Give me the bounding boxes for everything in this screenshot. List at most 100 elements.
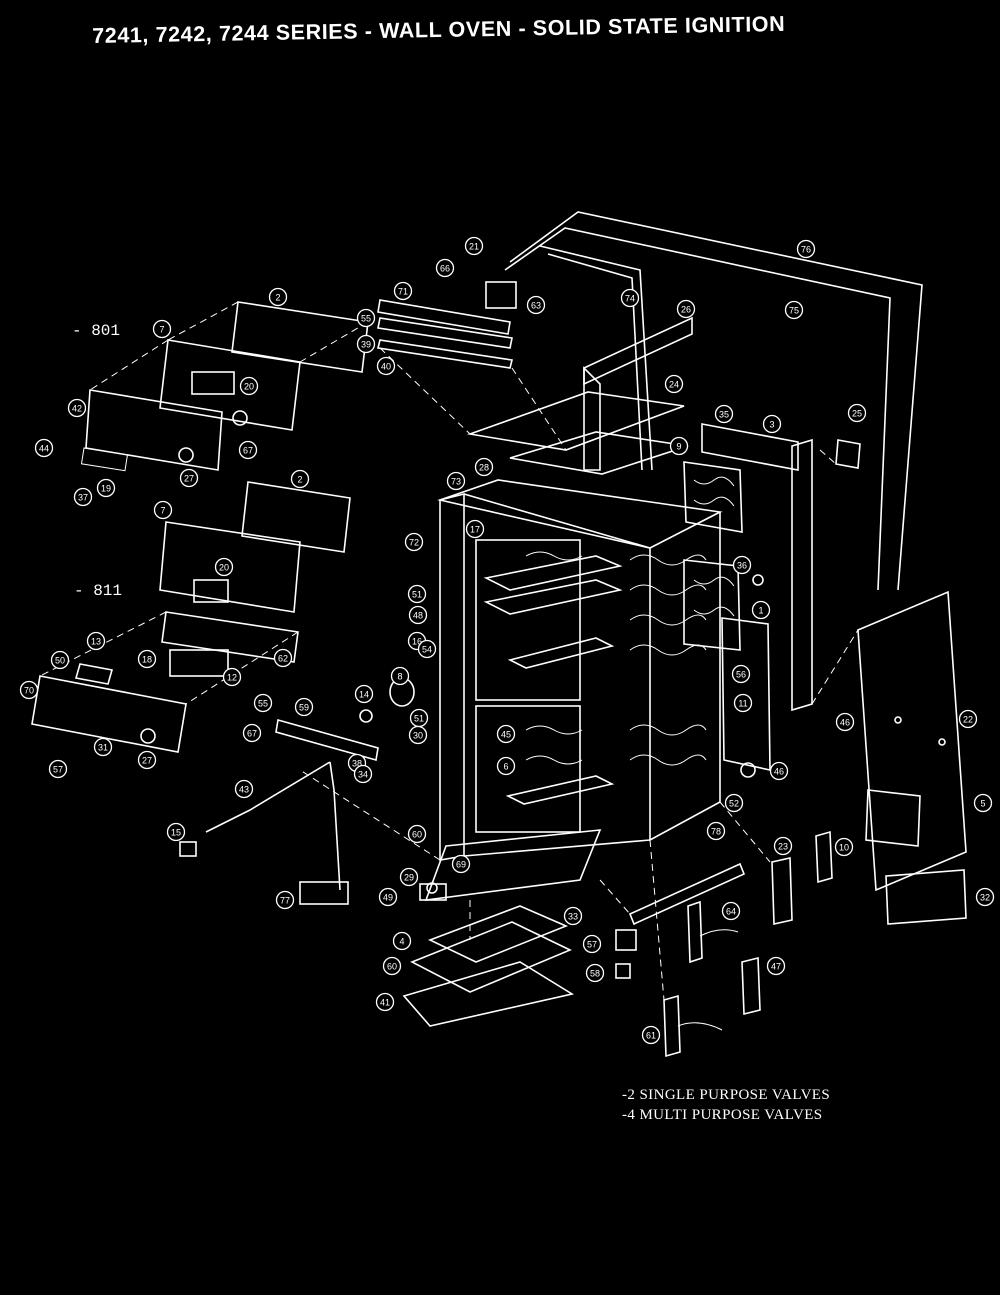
callout-number: 67	[247, 729, 257, 739]
callout-number: 77	[280, 896, 290, 906]
callout-77: 77	[275, 890, 295, 910]
callout-number: 4	[399, 937, 404, 947]
callout-27: 27	[179, 468, 199, 488]
callout-62: 62	[273, 648, 293, 668]
callout-number: 22	[963, 715, 973, 725]
callout-2: 2	[290, 469, 310, 489]
callout-20: 20	[239, 376, 259, 396]
callout-number: 71	[398, 287, 408, 297]
legend-line-single-purpose: -2 SINGLE PURPOSE VALVES	[622, 1087, 831, 1103]
part-callouts: 7621666374757155394026272042674427193724…	[19, 236, 995, 1045]
callout-37: 37	[73, 487, 93, 507]
callout-72: 72	[404, 532, 424, 552]
callout-number: 64	[726, 907, 736, 917]
callout-number: 54	[422, 645, 432, 655]
callout-45: 45	[496, 724, 516, 744]
callout-32: 32	[975, 887, 995, 907]
callout-42: 42	[67, 398, 87, 418]
callout-number: 15	[171, 828, 181, 838]
callout-number: 9	[676, 442, 681, 452]
callout-43: 43	[234, 779, 254, 799]
callout-40: 40	[376, 356, 396, 376]
gas-tubing	[504, 211, 923, 591]
callout-number: 72	[409, 538, 419, 548]
callout-number: 29	[404, 873, 414, 883]
callout-47: 47	[766, 956, 786, 976]
variant-label-811: - 811	[74, 582, 123, 600]
callout-number: 17	[470, 525, 480, 535]
callout-67: 67	[238, 440, 258, 460]
callout-number: 70	[24, 686, 34, 696]
callout-number: 56	[736, 670, 746, 680]
control-assembly-801	[80, 301, 369, 472]
callout-67: 67	[242, 723, 262, 743]
callout-number: 42	[72, 404, 82, 414]
callout-number: 75	[789, 306, 799, 316]
callout-51: 51	[407, 584, 427, 604]
callout-31: 31	[93, 737, 113, 757]
callout-46: 46	[835, 712, 855, 732]
callout-number: 33	[568, 912, 578, 922]
callout-66: 66	[435, 258, 455, 278]
callout-number: 43	[239, 785, 249, 795]
callout-number: 3	[769, 420, 774, 430]
callout-number: 2	[275, 293, 280, 303]
callout-24: 24	[664, 374, 684, 394]
callout-71: 71	[393, 281, 413, 301]
callout-61: 61	[641, 1025, 661, 1045]
callout-18: 18	[137, 649, 157, 669]
callout-number: 57	[53, 765, 63, 775]
callout-number: 76	[801, 245, 811, 255]
callout-number: 19	[101, 484, 111, 494]
callout-number: 74	[625, 294, 635, 304]
callout-63: 63	[526, 295, 546, 315]
oven-cabinet	[424, 479, 723, 901]
callout-1: 1	[751, 600, 771, 620]
callout-number: 2	[297, 475, 302, 485]
callout-11: 11	[733, 693, 753, 713]
callout-number: 7	[159, 325, 164, 335]
callout-number: 46	[840, 718, 850, 728]
callout-23: 23	[773, 836, 793, 856]
callout-number: 50	[55, 656, 65, 666]
callout-number: 28	[479, 463, 489, 473]
callout-number: 38	[352, 759, 362, 769]
callout-number: 49	[383, 893, 393, 903]
callout-27: 27	[137, 750, 157, 770]
callout-number: 57	[587, 940, 597, 950]
callout-number: 73	[451, 477, 461, 487]
callout-number: 25	[852, 409, 862, 419]
callout-number: 16	[412, 637, 422, 647]
callout-number: 6	[503, 762, 508, 772]
callout-76: 76	[796, 239, 816, 259]
callout-number: 36	[737, 561, 747, 571]
callout-number: 62	[278, 654, 288, 664]
callout-13: 13	[86, 631, 106, 651]
callout-60: 60	[382, 956, 402, 976]
callout-28: 28	[474, 457, 494, 477]
callout-number: 23	[778, 842, 788, 852]
callout-number: 32	[980, 893, 990, 903]
callout-number: 7	[160, 506, 165, 516]
callout-number: 1	[758, 606, 763, 616]
callout-number: 67	[243, 446, 253, 456]
callout-9: 9	[669, 436, 689, 456]
callout-number: 48	[413, 611, 423, 621]
callout-8: 8	[390, 666, 410, 686]
callout-33: 33	[563, 906, 583, 926]
callout-20: 20	[214, 557, 234, 577]
callout-number: 21	[469, 242, 479, 252]
callout-number: 51	[412, 590, 422, 600]
callout-number: 55	[361, 314, 371, 324]
callout-64: 64	[721, 901, 741, 921]
callout-number: 5	[980, 799, 985, 809]
leader-lines	[299, 449, 859, 1001]
callout-number: 20	[244, 382, 254, 392]
callout-34: 34	[353, 764, 373, 784]
callout-78: 78	[706, 821, 726, 841]
callout-number: 27	[142, 756, 152, 766]
callout-number: 51	[414, 714, 424, 724]
callout-number: 41	[380, 998, 390, 1008]
